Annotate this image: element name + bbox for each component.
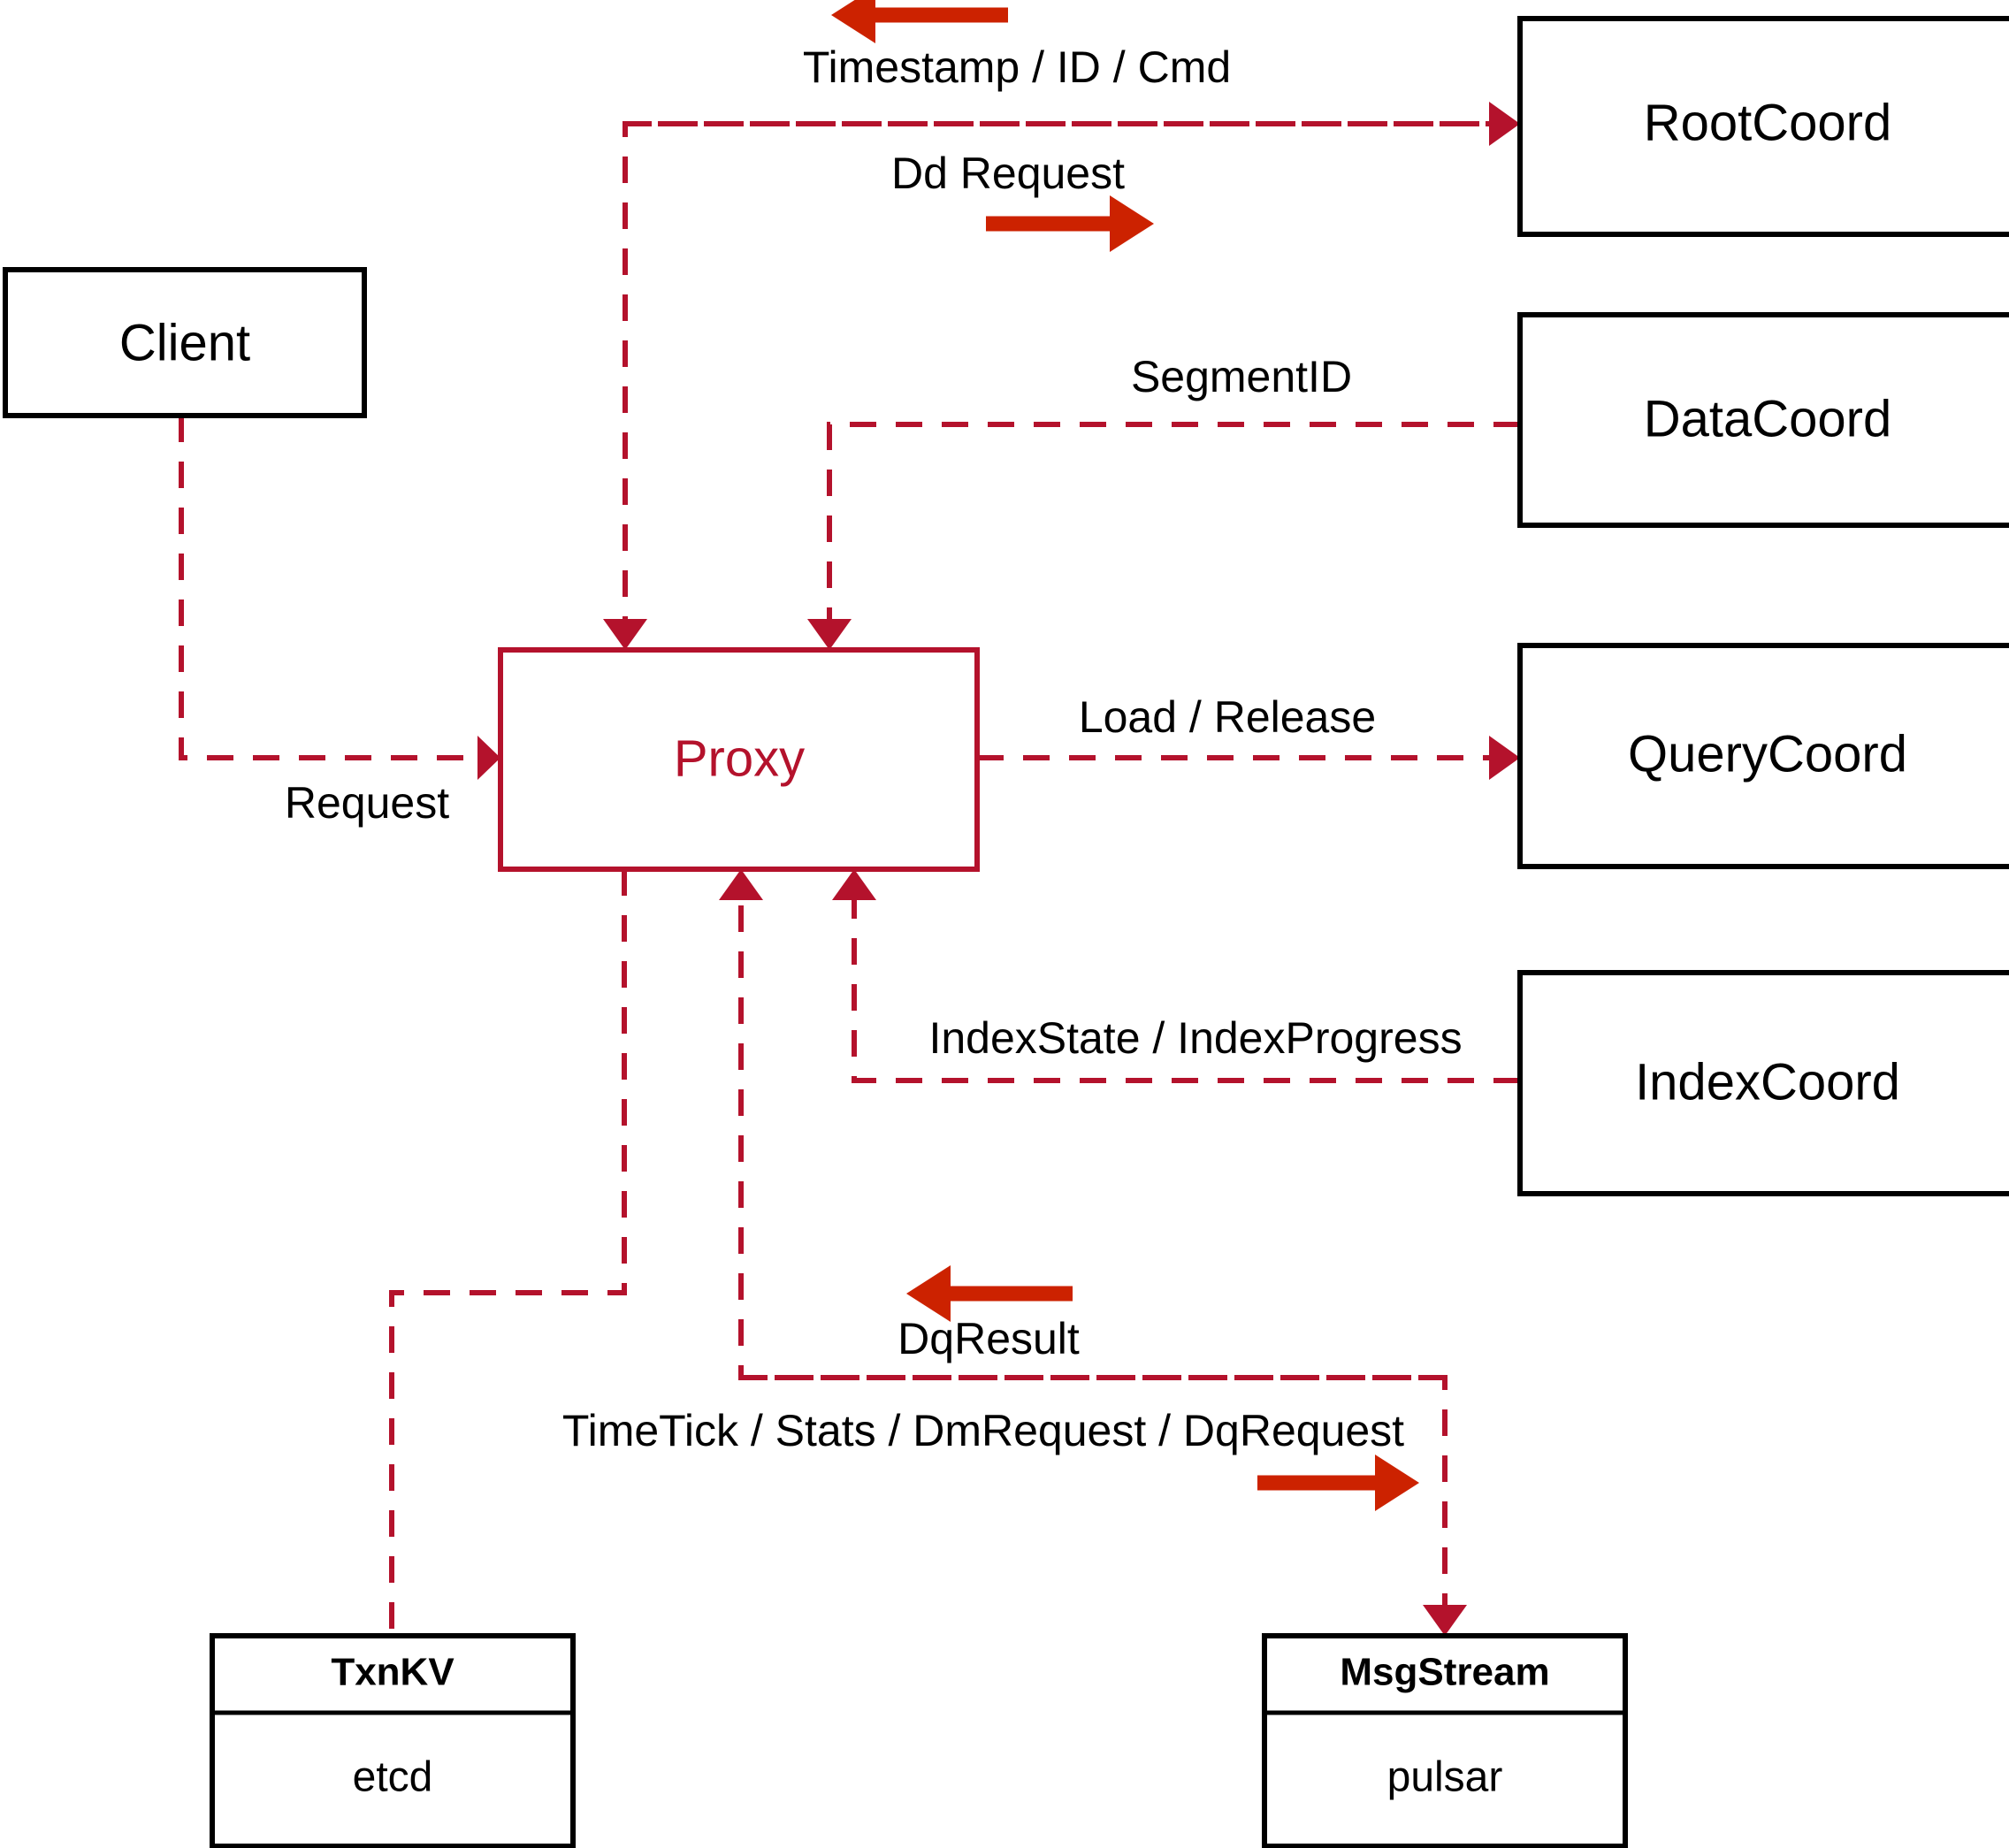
- edge-client-proxy: [179, 416, 500, 780]
- edge-proxy-msgstream: [741, 1375, 1467, 1636]
- edge-label-dd-request: Dd Request: [891, 149, 1125, 198]
- flow-arrow-timetick: [1257, 1455, 1419, 1511]
- edge-indexcoord-proxy: [832, 869, 1520, 1083]
- node-indexcoord[interactable]: IndexCoord: [1517, 970, 2009, 1196]
- node-datacoord-label: DataCoord: [1644, 390, 1891, 447]
- edge-label-request: Request: [285, 778, 449, 828]
- node-client[interactable]: Client: [3, 267, 367, 418]
- node-txnkv[interactable]: TxnKV etcd: [210, 1633, 576, 1848]
- edge-proxy-txnkv: [389, 869, 627, 1636]
- node-msgstream[interactable]: MsgStream pulsar: [1262, 1633, 1628, 1848]
- node-txnkv-label: TxnKV: [331, 1651, 455, 1694]
- edge-datacoord-proxy: [807, 422, 1520, 650]
- node-proxy[interactable]: Proxy: [498, 647, 980, 872]
- node-proxy-label: Proxy: [674, 729, 805, 787]
- node-msgstream-label: MsgStream: [1340, 1651, 1549, 1694]
- node-indexcoord-label: IndexCoord: [1635, 1053, 1900, 1111]
- node-querycoord[interactable]: QueryCoord: [1517, 643, 2009, 869]
- edge-label-segmentid: SegmentID: [1131, 352, 1352, 401]
- node-rootcoord[interactable]: RootCoord: [1517, 16, 2009, 237]
- edge-label-timetick: TimeTick / Stats / DmRequest / DqRequest: [562, 1406, 1404, 1455]
- edge-label-timestamp: Timestamp / ID / Cmd: [803, 42, 1231, 92]
- edge-label-indexstate: IndexState / IndexProgress: [928, 1013, 1462, 1063]
- edge-msgstream-proxy: [719, 869, 1445, 1380]
- edge-rootcoord-proxy: [603, 121, 1512, 650]
- node-txnkv-sublabel: etcd: [353, 1754, 433, 1801]
- node-rootcoord-label: RootCoord: [1644, 94, 1891, 151]
- node-datacoord[interactable]: DataCoord: [1517, 312, 2009, 528]
- edge-proxy-rootcoord: [625, 102, 1520, 146]
- node-client-label: Client: [119, 314, 250, 371]
- flow-arrow-dqresult: [906, 1265, 1073, 1322]
- node-msgstream-sublabel: pulsar: [1387, 1754, 1503, 1801]
- edge-label-dqresult: DqResult: [898, 1314, 1080, 1363]
- edge-proxy-querycoord: [977, 736, 1520, 780]
- flow-arrow-dd-request: [986, 195, 1154, 252]
- flow-arrow-timestamp: [831, 0, 1008, 43]
- edge-label-load-release: Load / Release: [1079, 692, 1376, 742]
- node-querycoord-label: QueryCoord: [1628, 725, 1907, 783]
